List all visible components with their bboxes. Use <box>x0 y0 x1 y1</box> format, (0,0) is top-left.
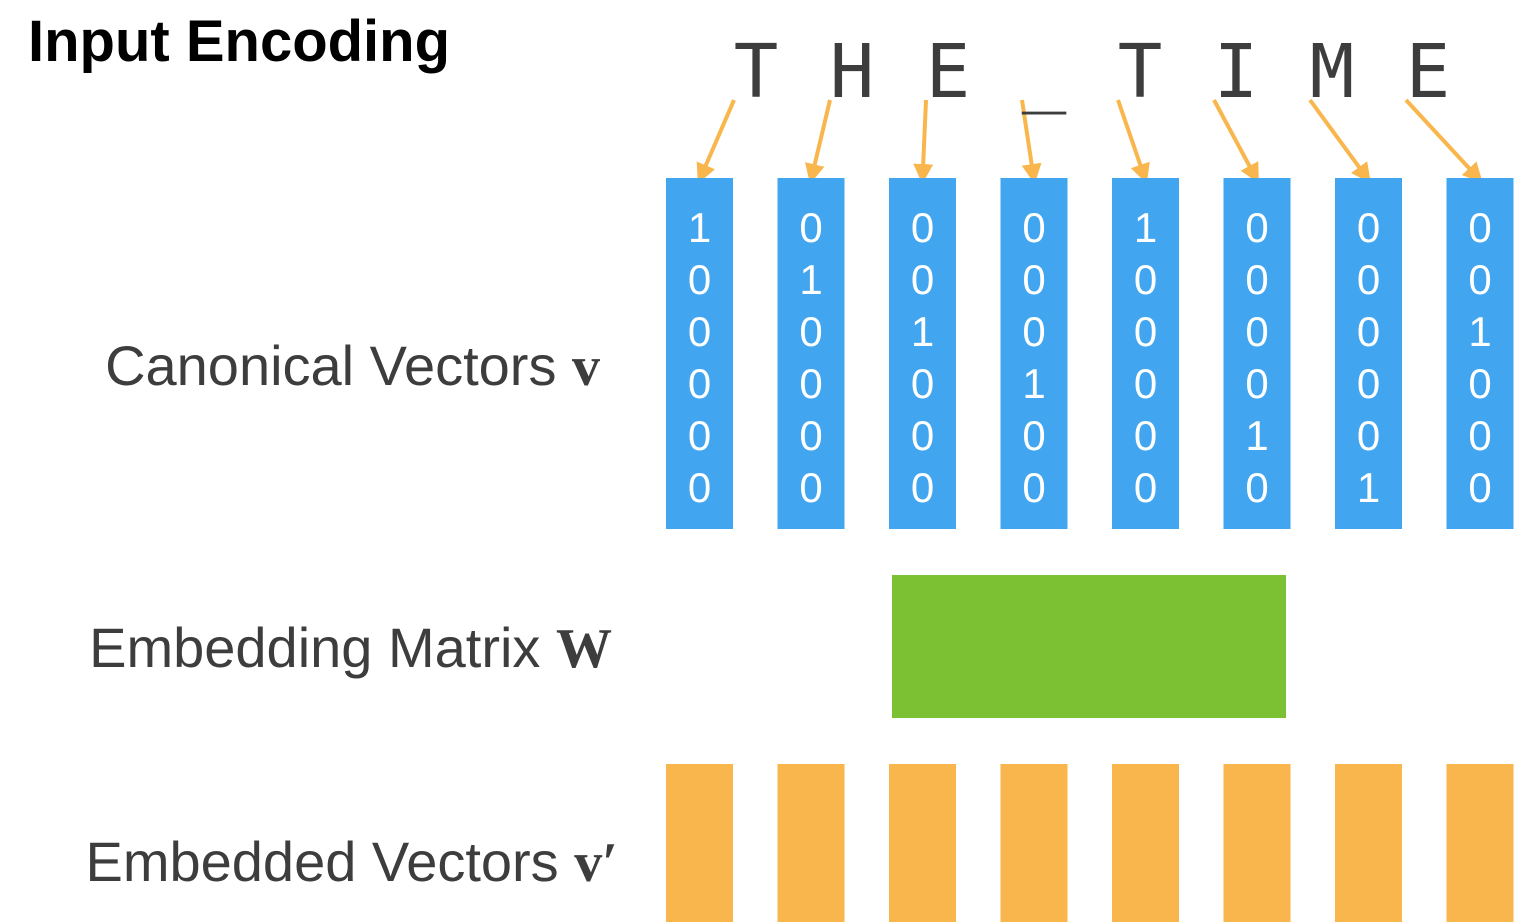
vector-5-digit-4: 0 <box>1134 360 1157 407</box>
vector-3-digit-1: 0 <box>911 204 934 251</box>
arrow-5 <box>1116 99 1150 184</box>
input-char-4: _ <box>1022 29 1067 115</box>
vector-1-digit-5: 0 <box>688 412 711 459</box>
vector-8-digit-4: 0 <box>1468 360 1491 407</box>
vector-5-digit-5: 0 <box>1134 412 1157 459</box>
arrow-7 <box>1308 98 1371 184</box>
embedded-vectors <box>666 764 1514 922</box>
vector-2-digit-3: 0 <box>799 308 822 355</box>
embedded-vector-4 <box>1000 764 1068 922</box>
vector-2-digit-4: 0 <box>799 360 822 407</box>
vector-8-digit-1: 0 <box>1468 204 1491 251</box>
vector-7-digit-2: 0 <box>1357 256 1380 303</box>
embedded-vectors-label-text: Embedded Vectors <box>85 830 575 893</box>
vector-2-digit-2: 1 <box>799 256 822 303</box>
vector-6-digit-2: 0 <box>1245 256 1268 303</box>
vector-2-digit-1: 0 <box>799 204 822 251</box>
canonical-vector-8 <box>1446 178 1514 529</box>
vector-4-digit-2: 0 <box>1022 256 1045 303</box>
input-char-2: H <box>830 29 875 115</box>
vector-3-digit-3: 1 <box>911 308 934 355</box>
embedding-matrix-symbol: W <box>556 618 612 680</box>
vector-2-digit-5: 0 <box>799 412 822 459</box>
embedded-vector-6 <box>1223 764 1291 922</box>
vector-6-digit-6: 0 <box>1245 464 1268 511</box>
vector-8-digit-6: 0 <box>1468 464 1491 511</box>
canonical-vectors-label: Canonical Vectors v <box>105 336 600 398</box>
input-char-1: T <box>734 29 779 115</box>
vector-3-digit-5: 0 <box>911 412 934 459</box>
canonical-vector-5 <box>1112 178 1179 529</box>
vector-5-digit-6: 0 <box>1134 464 1157 511</box>
canonical-vectors-label-text: Canonical Vectors <box>105 334 572 397</box>
vector-7-digit-1: 0 <box>1357 204 1380 251</box>
input-char-6: I <box>1214 29 1259 115</box>
canonical-vector-1 <box>666 178 733 529</box>
arrow-1 <box>696 99 736 184</box>
vector-6-digit-3: 0 <box>1245 308 1268 355</box>
arrow-2 <box>804 99 832 184</box>
input-char-8: E <box>1406 29 1451 115</box>
input-char-7: M <box>1310 29 1355 115</box>
canonical-vector-7 <box>1335 178 1402 529</box>
embedded-vector-7 <box>1335 764 1402 922</box>
vector-8-digit-5: 0 <box>1468 412 1491 459</box>
embedded-vector-3 <box>889 764 956 922</box>
vector-5-digit-3: 0 <box>1134 308 1157 355</box>
vector-1-digit-2: 0 <box>688 256 711 303</box>
vector-4-digit-5: 0 <box>1022 412 1045 459</box>
canonical-vector-4 <box>1000 178 1068 529</box>
embedded-vectors-label: Embedded Vectors v′ <box>86 832 619 894</box>
vector-1-digit-3: 0 <box>688 308 711 355</box>
canonical-vectors: 1 0 0 0 0 0 0 1 0 0 0 0 0 0 1 0 0 0 0 0 0 1 0 0 1 0 0 0 0 0 0 0 0 0 1 0 0 0 0 0… <box>666 178 1514 529</box>
embedded-vector-1 <box>666 764 733 922</box>
canonical-vectors-symbol: v <box>572 336 600 398</box>
vector-8-digit-3: 1 <box>1468 308 1491 355</box>
canonical-vector-3 <box>889 178 956 529</box>
embedded-vector-2 <box>777 764 845 922</box>
vector-1-digit-6: 0 <box>688 464 711 511</box>
vector-4-digit-6: 0 <box>1022 464 1045 511</box>
input-char-5: T <box>1118 29 1163 115</box>
vector-3-digit-4: 0 <box>911 360 934 407</box>
vector-7-digit-3: 0 <box>1357 308 1380 355</box>
arrow-8 <box>1404 98 1483 183</box>
input-char-3: E <box>926 29 971 115</box>
vector-7-digit-4: 0 <box>1357 360 1380 407</box>
vector-4-digit-4: 1 <box>1022 360 1045 407</box>
vector-4-digit-3: 0 <box>1022 308 1045 355</box>
vector-2-digit-6: 0 <box>799 464 822 511</box>
embedded-vector-5 <box>1112 764 1179 922</box>
slide-title: Input Encoding <box>28 9 451 74</box>
vector-1-digit-4: 0 <box>688 360 711 407</box>
arrows <box>696 98 1483 184</box>
vector-1-digit-1: 1 <box>688 204 711 251</box>
embedded-vectors-symbol: v′ <box>574 832 618 894</box>
vector-5-digit-1: 1 <box>1134 204 1157 251</box>
arrow-4 <box>1020 99 1042 184</box>
vector-6-digit-1: 0 <box>1245 204 1268 251</box>
vector-7-digit-5: 0 <box>1357 412 1380 459</box>
vector-8-digit-2: 0 <box>1468 256 1491 303</box>
embedding-matrix <box>892 575 1286 718</box>
embedded-vector-8 <box>1446 764 1514 922</box>
arrow-6 <box>1212 99 1259 184</box>
vector-3-digit-6: 0 <box>911 464 934 511</box>
vector-3-digit-2: 0 <box>911 256 934 303</box>
vector-7-digit-6: 1 <box>1357 464 1380 511</box>
embedding-matrix-label: Embedding Matrix W <box>89 618 612 680</box>
arrow-3 <box>913 99 934 184</box>
embedding-matrix-label-text: Embedding Matrix <box>89 616 556 679</box>
canonical-vector-2 <box>777 178 845 529</box>
canonical-vector-6 <box>1223 178 1291 529</box>
vector-6-digit-5: 1 <box>1245 412 1268 459</box>
vector-4-digit-1: 0 <box>1022 204 1045 251</box>
vector-6-digit-4: 0 <box>1245 360 1268 407</box>
vector-5-digit-2: 0 <box>1134 256 1157 303</box>
